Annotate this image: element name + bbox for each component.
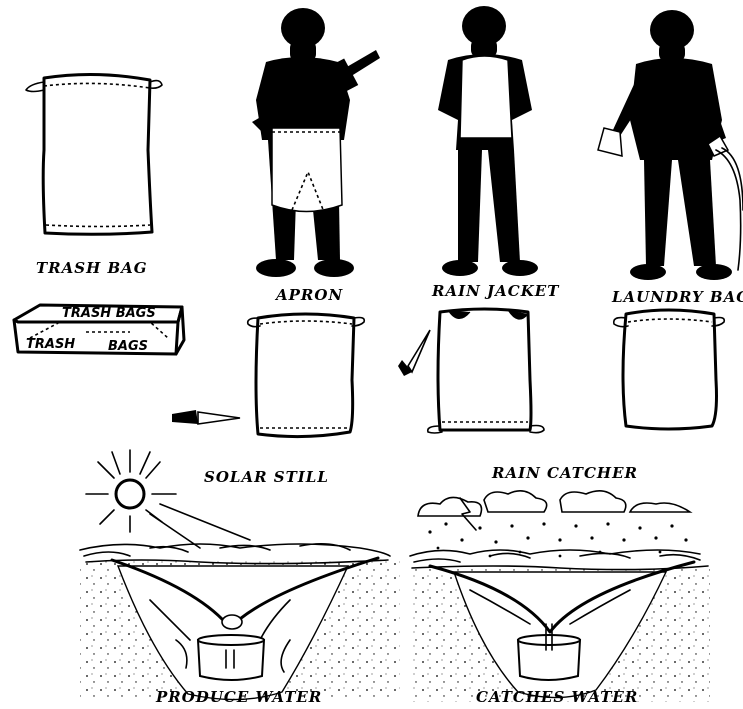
solar-still-pit	[80, 544, 400, 700]
rain-jacket-label: RAIN JACKET	[431, 282, 560, 300]
knife-icon	[398, 330, 430, 376]
rain-catcher-pit	[410, 550, 710, 702]
solar-still-label: SOLAR STILL	[204, 468, 329, 486]
rain-drops	[428, 522, 687, 557]
box-top-label: TRASH BAGS	[62, 306, 156, 321]
rain-jacket-cut-bag-figure	[428, 309, 544, 433]
apron-label: APRON	[274, 286, 343, 304]
laundry-soldier-figure	[598, 10, 743, 280]
apron-cut-bag-figure	[248, 314, 365, 437]
cloud-icon	[418, 491, 690, 530]
laundry-bag-figure	[614, 310, 725, 429]
trash-bag-figure	[26, 74, 162, 234]
box-front-label-bags: BAGS	[108, 339, 148, 354]
knife-icon	[172, 410, 240, 424]
rain-catcher-label: RAIN CATCHER	[491, 464, 638, 482]
trash-bag-label: TRASH BAG	[36, 259, 148, 277]
laundry-bag-label: LAUNDRY BAG	[611, 288, 743, 306]
apron-soldier-figure	[252, 8, 380, 277]
produce-water-label: PRODUCE WATER	[155, 688, 322, 706]
box-front-label-trash: TRASH	[26, 337, 75, 352]
catches-water-label: CATCHES WATER	[476, 688, 638, 706]
rain-jacket-soldier-figure	[438, 6, 538, 276]
sun-icon	[86, 450, 250, 548]
